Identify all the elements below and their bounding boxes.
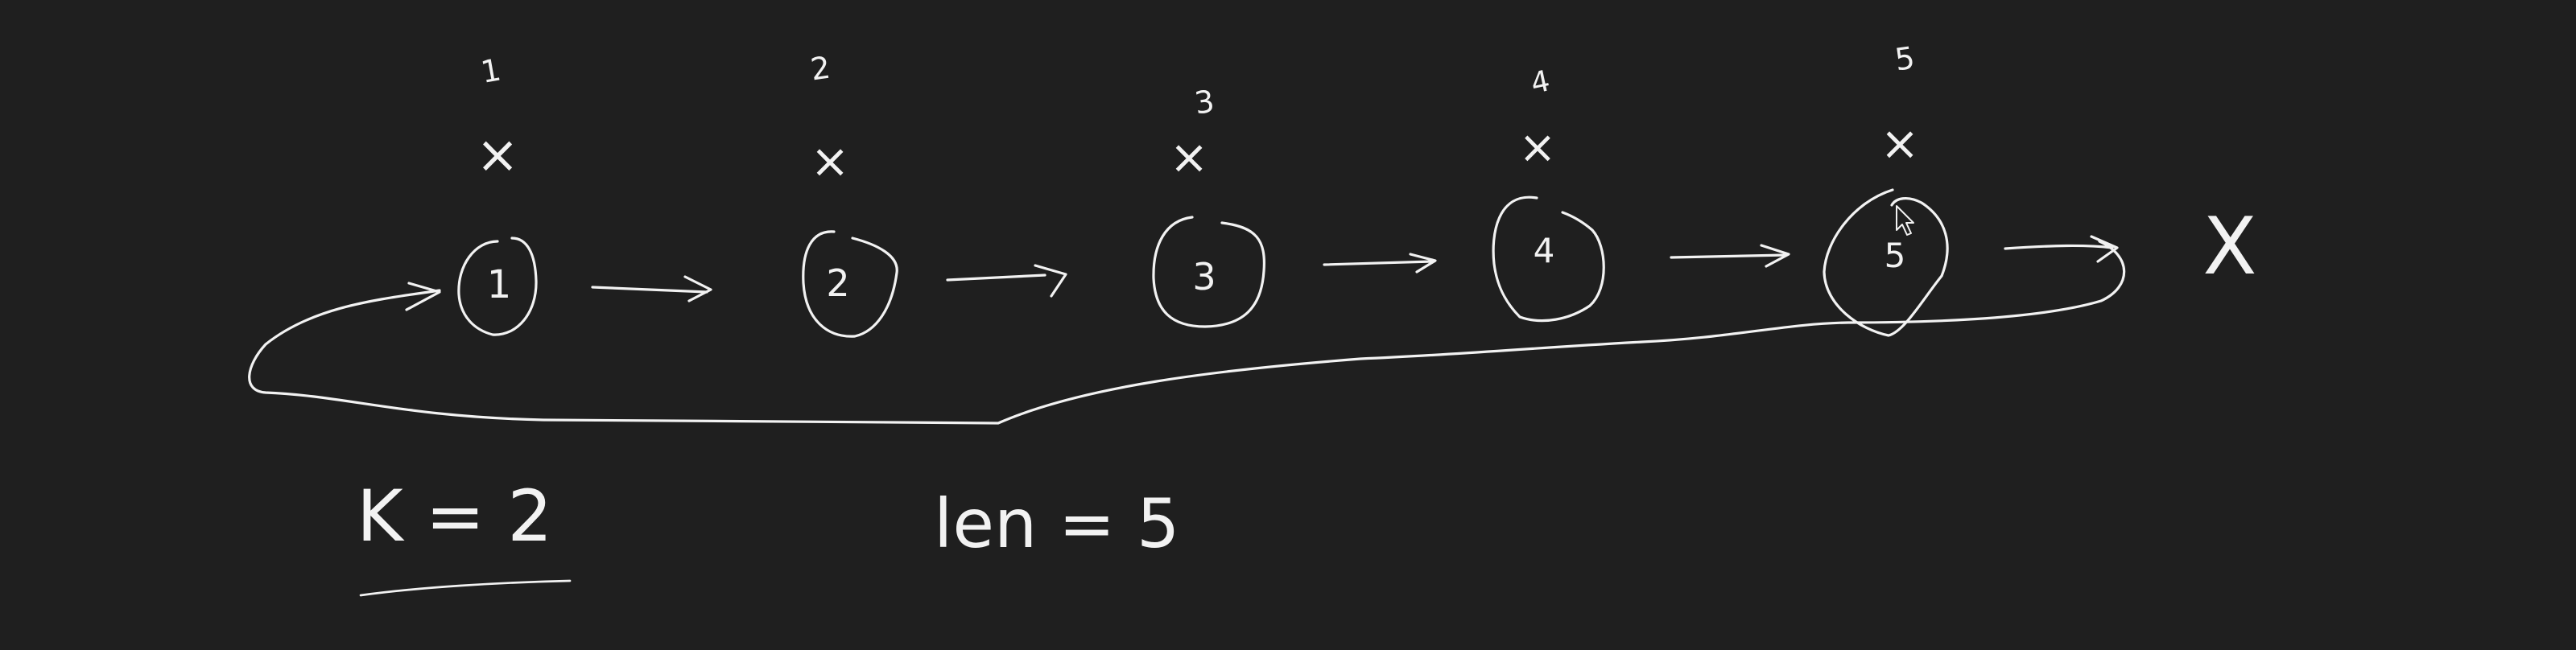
top-index-label: 3 <box>1192 84 1216 121</box>
k-annotation: K = 2 <box>357 475 552 557</box>
node-circle <box>457 237 538 336</box>
node-value: 4 <box>1534 231 1555 270</box>
null-end-mark: X <box>2202 201 2256 293</box>
next-arrow <box>1323 260 1435 266</box>
cross-mark-icon: × <box>1170 130 1209 184</box>
cycle-link-arrow <box>248 240 2126 425</box>
length-annotation: len = 5 <box>934 484 1179 563</box>
node-circle <box>1823 188 1949 337</box>
node-circle <box>802 230 898 338</box>
node-value: 1 <box>487 262 512 307</box>
cross-mark-icon: × <box>1519 121 1557 174</box>
next-arrow <box>2004 244 2114 250</box>
top-index-label: 1 <box>478 51 503 90</box>
arrow-head-icon <box>1034 264 1067 298</box>
top-index-label: 4 <box>1528 64 1553 101</box>
node-circle <box>1152 216 1266 328</box>
arrow-head-icon <box>1760 244 1790 268</box>
node-value: 5 <box>1885 236 1906 275</box>
top-index-label: 2 <box>808 50 832 88</box>
node-value: 3 <box>1192 255 1216 298</box>
next-arrow <box>591 286 708 294</box>
cross-mark-icon: × <box>1880 116 1920 171</box>
mouse-pointer-icon <box>1896 205 1914 236</box>
node-circle <box>1492 195 1605 323</box>
next-arrow <box>1670 253 1787 259</box>
arrow-head-icon <box>1409 253 1437 274</box>
arrow-head-icon <box>405 282 441 311</box>
node-value: 2 <box>826 261 849 305</box>
cross-mark-icon: × <box>476 125 519 185</box>
k-underline <box>359 579 572 597</box>
next-arrow <box>946 274 1046 282</box>
arrow-head-icon <box>683 275 712 302</box>
top-index-label: 5 <box>1893 40 1917 78</box>
cross-mark-icon: × <box>811 134 850 188</box>
